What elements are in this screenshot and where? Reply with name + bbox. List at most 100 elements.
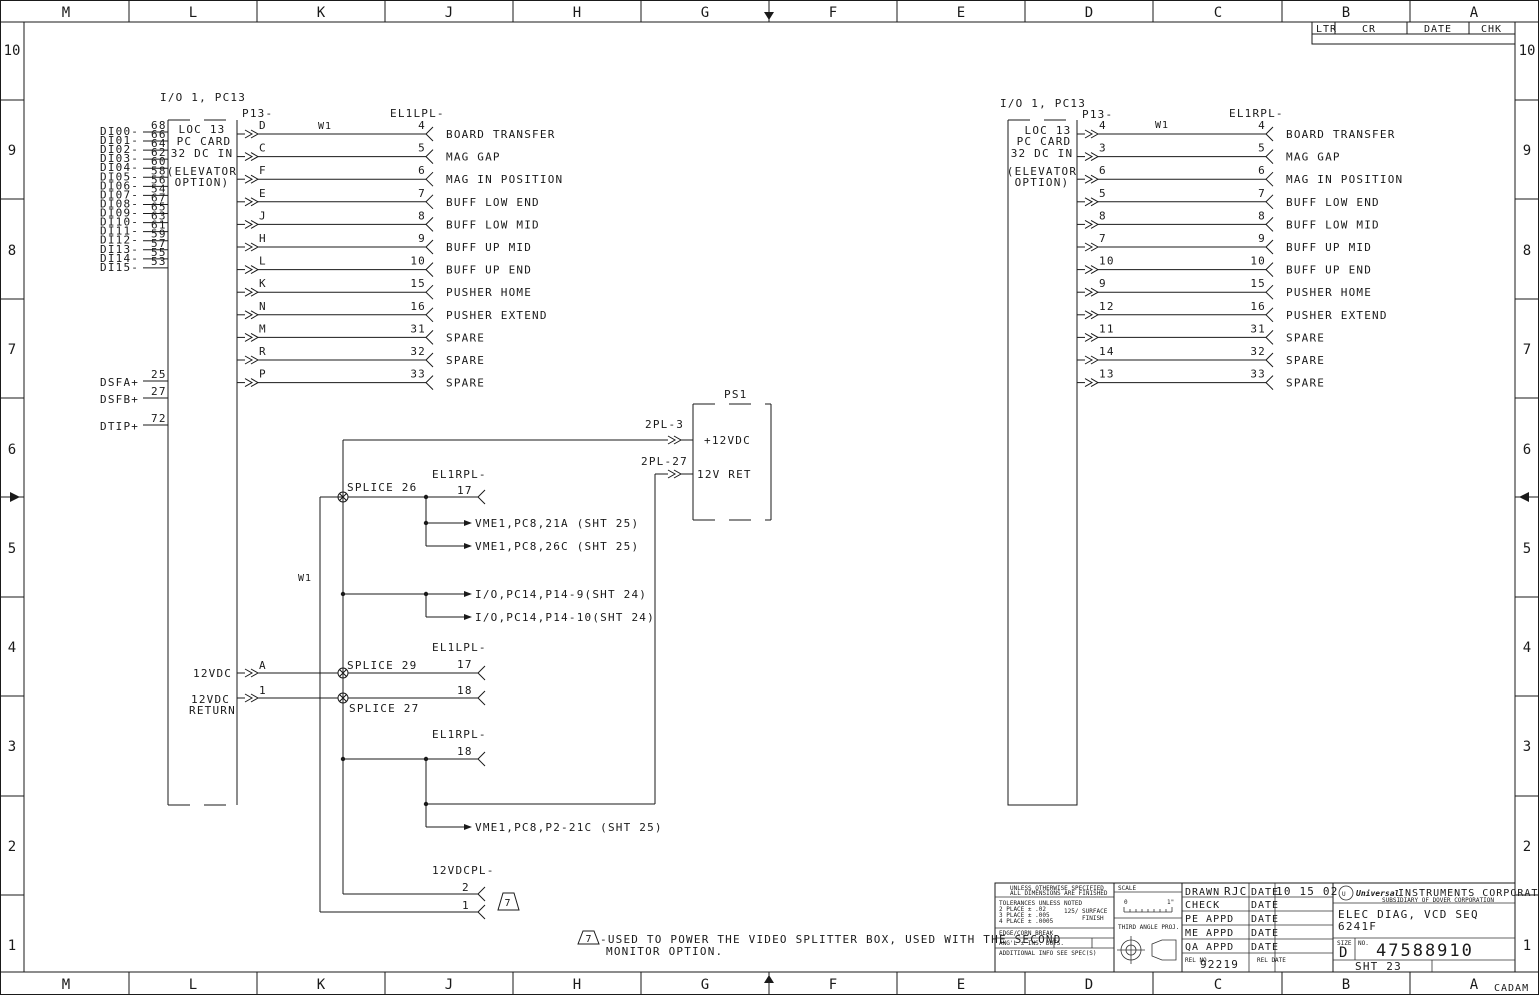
di-signal-pin: 64 bbox=[151, 137, 167, 150]
logo-mark: U bbox=[1342, 891, 1346, 898]
tb-date-label-1: DATE bbox=[1251, 887, 1279, 898]
wire-female-contact bbox=[1265, 284, 1274, 300]
wire-signal-label: PUSHER HOME bbox=[1286, 286, 1372, 299]
rev-ltr-label: LTR bbox=[1316, 24, 1337, 35]
tb-angles: ANG'L ± INS. DUTS. bbox=[999, 940, 1064, 947]
tb-size-label: SIZE bbox=[1337, 940, 1352, 947]
wire-dest-pin: 31 bbox=[410, 322, 426, 335]
di-signal-pin: 59 bbox=[151, 228, 167, 241]
di-signal-row: DI04-60 bbox=[100, 155, 168, 174]
wire-female-contact bbox=[1265, 194, 1274, 210]
di-signal-row: DI06-56 bbox=[100, 173, 168, 192]
zone-col-bottom-F: F bbox=[829, 977, 837, 993]
wire-dest-pin: 15 bbox=[410, 277, 426, 290]
di-signal-row: DI13-57 bbox=[100, 237, 168, 256]
wire-signal-label: PUSHER EXTEND bbox=[446, 309, 548, 322]
wire-dest-pin: 9 bbox=[1258, 232, 1266, 245]
wire-source-pin: D bbox=[259, 119, 267, 132]
zone-row-right-6: 6 bbox=[1523, 442, 1531, 458]
wire-signal-label: SPARE bbox=[446, 354, 485, 367]
zone-col-bottom-K: K bbox=[317, 977, 326, 993]
zone-col-top-B: B bbox=[1342, 5, 1350, 21]
wire-dest-pin: 7 bbox=[1258, 187, 1266, 200]
tb-subsidiary: SUBSIDIARY OF DOVER CORPORATION bbox=[1382, 897, 1494, 904]
wire-dest-pin: 33 bbox=[1250, 368, 1266, 381]
wire-female-contact bbox=[425, 307, 434, 323]
tb-tol-line3: 3 PLACE ± .005 bbox=[999, 912, 1050, 919]
vme-c-ref: VME1,PC8,P2-21C (SHT 25) bbox=[475, 821, 663, 834]
wire-female-contact bbox=[425, 352, 434, 368]
di-signal-pin: 66 bbox=[151, 128, 167, 141]
di-signal-row: DI09-65 bbox=[100, 201, 168, 220]
wire-male-contact bbox=[1084, 242, 1100, 252]
ds-signal-name: DTIP+ bbox=[100, 420, 139, 433]
tb-surface: 125/ SURFACE bbox=[1064, 908, 1108, 915]
tb-scale-label: SCALE bbox=[1118, 885, 1136, 892]
wire-source-pin: R bbox=[259, 345, 267, 358]
wire-source-pin: 12 bbox=[1099, 300, 1115, 313]
wire-female-contact bbox=[425, 262, 434, 277]
tb-no-label: NO. bbox=[1358, 940, 1369, 947]
right-card-line1: LOC 13 bbox=[1025, 124, 1072, 137]
di-signal-row: DI01- 66 bbox=[100, 128, 168, 147]
wire-source-pin: 13 bbox=[1099, 368, 1115, 381]
left-return-label1: 12VDC bbox=[191, 693, 230, 706]
el1lpl-conn: EL1LPL- bbox=[432, 641, 487, 654]
el1lpl-pin17: 17 bbox=[457, 658, 473, 671]
note-flag: 7 bbox=[585, 934, 592, 945]
rev-chk-label: CHK bbox=[1481, 24, 1502, 35]
tb-rel-date-label: REL DATE bbox=[1257, 957, 1286, 964]
zone-row-right-7: 7 bbox=[1523, 342, 1531, 358]
wire-source-pin: 4 bbox=[1099, 119, 1107, 132]
tb-date-label-2: DATE bbox=[1251, 900, 1279, 911]
ps1-ret-label: 12V RET bbox=[697, 468, 752, 481]
zone-col-top-J: J bbox=[445, 5, 453, 21]
ds-signal-pin: 72 bbox=[151, 412, 167, 425]
zone-col-bottom-C: C bbox=[1214, 977, 1222, 993]
tb-title-line1: ELEC DIAG, VCD SEQ bbox=[1338, 908, 1479, 921]
zone-col-bottom-M: M bbox=[62, 977, 70, 993]
wire-dest-pin: 10 bbox=[1250, 255, 1266, 268]
tb-date-label-5: DATE bbox=[1251, 942, 1279, 953]
tb-drawn-label: DRAWN bbox=[1185, 887, 1220, 898]
right-io-block: I/O 1, PC13 P13- W1 EL1RPL- LOC 13 PC CA… bbox=[1000, 97, 1402, 806]
wire-source-pin: K bbox=[259, 277, 267, 290]
power-network: W1 SPLICE 26 EL1RPL- 17 VME1,PC8,21A (SH… bbox=[189, 435, 693, 920]
zone-row-left-1: 1 bbox=[8, 938, 16, 954]
wire-signal-label: MAG GAP bbox=[1286, 151, 1341, 164]
revision-block: LTR CR DATE CHK bbox=[1311, 21, 1516, 45]
di-signal-name: DI01- bbox=[100, 134, 139, 147]
tb-scale-zero: 0 bbox=[1124, 899, 1128, 906]
tb-additional: ADDITIONAL INFO SEE SPEC(S) bbox=[999, 950, 1097, 957]
conn12-label: 12VDCPL- bbox=[432, 864, 495, 877]
di-signal-name: DI10- bbox=[100, 216, 139, 229]
wire-dest-pin: 6 bbox=[418, 164, 426, 177]
left-wire-label: W1 bbox=[318, 121, 332, 132]
wire-female-contact bbox=[1265, 352, 1274, 368]
ps1-pos-conn: 2PL-3 bbox=[645, 418, 684, 431]
wire-male-contact bbox=[1084, 219, 1100, 229]
right-target-conn: EL1RPL- bbox=[1229, 107, 1284, 120]
power-w1-label: W1 bbox=[298, 573, 312, 584]
wire-male-contact bbox=[1084, 332, 1100, 342]
ds-signal-row: DSFA+25 bbox=[100, 368, 168, 389]
left-12vdc-pin: A bbox=[259, 659, 267, 672]
di-signal-name: DI13- bbox=[100, 243, 139, 256]
right-card-line3: 32 DC IN bbox=[1011, 147, 1074, 160]
ds-signal-pin: 25 bbox=[151, 368, 167, 381]
io-a-ref: I/O,PC14,P14-9(SHT 24) bbox=[475, 588, 647, 601]
zone-row-left-4: 4 bbox=[8, 640, 16, 656]
zone-row-left-8: 8 bbox=[8, 243, 16, 259]
tb-third-angle: THIRD ANGLE PROJ. bbox=[1118, 924, 1179, 931]
right-card-line2: PC CARD bbox=[1017, 135, 1072, 148]
wire-source-pin: 10 bbox=[1099, 255, 1115, 268]
left-conn-label: P13- bbox=[242, 107, 273, 120]
wire-dest-pin: 5 bbox=[418, 142, 426, 155]
el1rpl-a-conn: EL1RPL- bbox=[432, 468, 487, 481]
